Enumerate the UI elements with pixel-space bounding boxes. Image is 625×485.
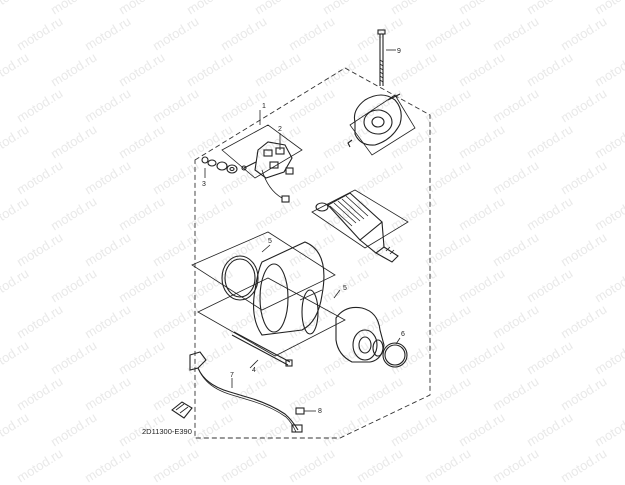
part-lead-wire — [189, 351, 316, 433]
callout-2: 2 — [278, 126, 282, 133]
leader-6 — [395, 337, 401, 345]
part-long-bolt — [377, 29, 396, 86]
callout-3: 3 — [202, 181, 206, 188]
callout-1: 1 — [262, 103, 266, 110]
leader-5b — [333, 289, 341, 299]
part-yoke — [191, 231, 336, 336]
callout-8: 8 — [318, 408, 322, 415]
callout-5: 5 — [268, 238, 272, 245]
drawing-code: 2D11300-E390 — [142, 427, 192, 436]
callout-4: 4 — [252, 367, 256, 374]
part-through-bolt — [231, 331, 293, 367]
part-washers — [201, 156, 238, 174]
callout-5b: 5 — [343, 285, 347, 292]
part-terminal-icon — [171, 401, 193, 419]
assembly-outline — [194, 67, 431, 439]
starter-motor-diagram: 1 2 3 4 5 5 6 7 8 9 — [171, 29, 431, 439]
callout-7: 7 — [230, 372, 234, 379]
part-armature — [311, 189, 409, 263]
callout-9: 9 — [397, 48, 401, 55]
part-rear-cover — [347, 93, 416, 156]
leader-4 — [249, 359, 259, 369]
part-brush-holder — [221, 124, 303, 203]
leader-5 — [261, 244, 271, 253]
part-front-cover — [197, 277, 408, 368]
callout-6: 6 — [401, 331, 405, 338]
